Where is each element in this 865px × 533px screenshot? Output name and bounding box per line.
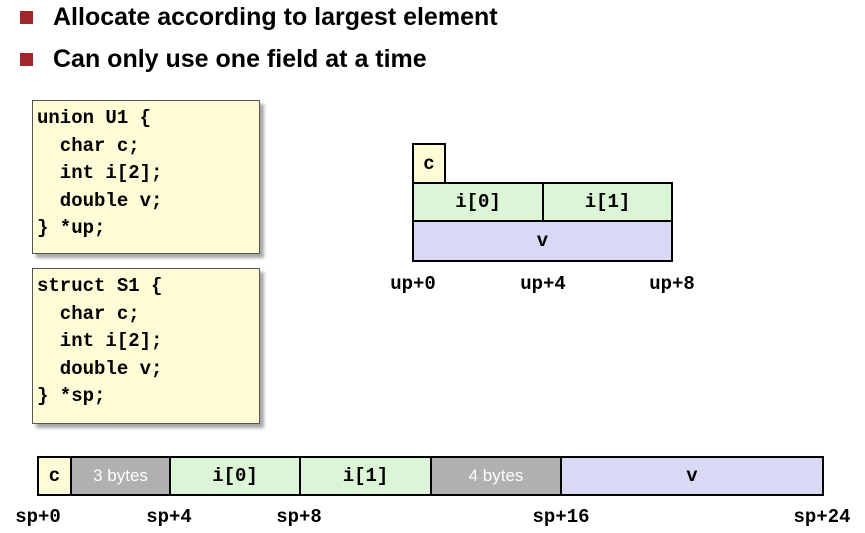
struct-char-cell: c (37, 456, 72, 496)
struct-offset-label: sp+0 (15, 506, 61, 528)
bullet-item-allocate: Allocate according to largest element (20, 2, 498, 32)
struct-offset-label: sp+8 (276, 506, 322, 528)
code-line: int i[2]; (37, 330, 163, 353)
bullet-item-one-field: Can only use one field at a time (20, 44, 427, 74)
struct-offset-label: sp+24 (793, 506, 851, 528)
struct-code-box: struct S1 { char c; int i[2]; double v; … (32, 268, 260, 424)
struct-padding-3-bytes-cell: 3 bytes (70, 456, 171, 496)
struct-padding-4-bytes-cell: 4 bytes (430, 456, 562, 496)
union-code-box: union U1 { char c; int i[2]; double v; }… (32, 100, 260, 254)
union-offset-label: up+4 (520, 273, 566, 295)
union-int-0-cell: i[0] (412, 182, 544, 222)
code-line: } *sp; (37, 385, 106, 408)
code-line: char c; (37, 302, 140, 325)
code-line: char c; (37, 134, 140, 157)
union-offset-label: up+8 (649, 273, 695, 295)
bullet-text: Allocate according to largest element (53, 2, 498, 31)
code-line: struct S1 { (37, 275, 163, 297)
bullet-square-icon (20, 52, 33, 66)
code-line: int i[2]; (37, 162, 163, 185)
union-double-cell: v (412, 220, 673, 262)
struct-int-0-cell: i[0] (169, 456, 301, 496)
code-line: union U1 { (37, 107, 152, 129)
union-int-1-cell: i[1] (542, 182, 673, 222)
struct-offset-label: sp+16 (532, 506, 590, 528)
code-line: double v; (37, 357, 163, 380)
struct-offset-label: sp+4 (146, 506, 192, 528)
bullet-square-icon (20, 10, 33, 24)
code-line: double v; (37, 189, 163, 212)
code-line: } *up; (37, 217, 106, 240)
struct-double-cell: v (560, 456, 824, 496)
bullet-text: Can only use one field at a time (53, 44, 427, 73)
union-offset-label: up+0 (390, 273, 436, 295)
union-char-cell: c (412, 143, 446, 184)
struct-int-1-cell: i[1] (299, 456, 432, 496)
